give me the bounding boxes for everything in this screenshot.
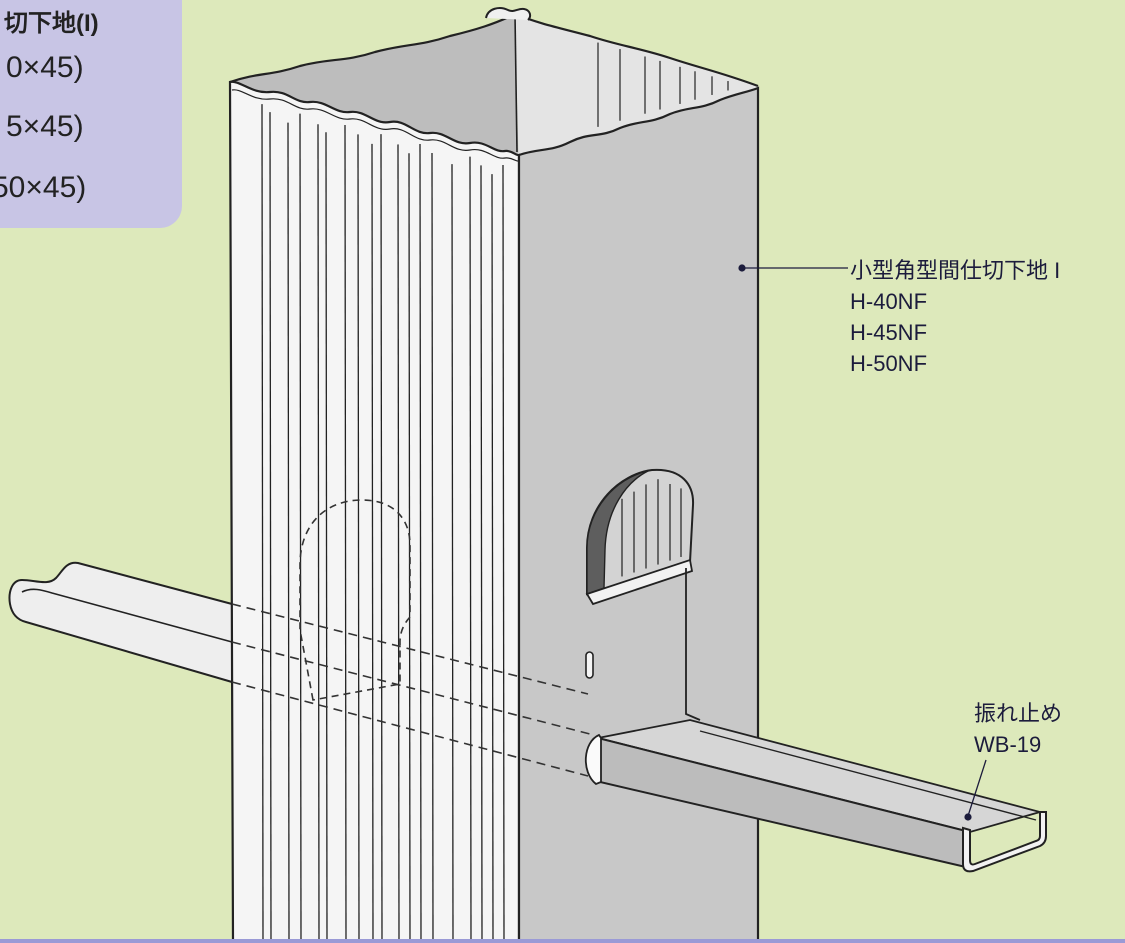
hidden-brace-top-edge bbox=[231, 603, 589, 695]
brace-entry-end bbox=[584, 733, 602, 786]
side-hole-ledge bbox=[585, 558, 694, 606]
brace-model-label: WB-19 bbox=[974, 732, 1042, 757]
back-left-rim bbox=[229, 13, 516, 84]
stud-model-label: H-40NF bbox=[850, 289, 928, 314]
brace-callout: 振れ止め WB-19 bbox=[974, 698, 1062, 760]
hole-rib-lines bbox=[621, 479, 682, 577]
brace-left-lip-line bbox=[21, 588, 233, 643]
hidden-back-hole-outline bbox=[299, 499, 411, 701]
side-hole-shadow bbox=[586, 470, 649, 595]
legend-box: 切下地(I) 0×45) 5×45) 50×45) bbox=[0, 0, 182, 228]
brace-channel-end-profile bbox=[962, 811, 1047, 873]
stud-leader-dot bbox=[738, 264, 746, 272]
legend-line: 0×45) bbox=[6, 51, 84, 84]
stud-model-label: H-45NF bbox=[850, 320, 928, 345]
brace-leader-line bbox=[967, 759, 987, 817]
legend-line: 5×45) bbox=[6, 110, 84, 143]
stud-rib-line bbox=[431, 153, 434, 943]
bottom-rule bbox=[0, 939, 1125, 943]
legend-title: 切下地(I) bbox=[4, 10, 99, 37]
legend-line: 50×45) bbox=[0, 171, 87, 204]
stud-front-rim-inner-line bbox=[231, 89, 520, 162]
stud-rib-line bbox=[317, 124, 320, 943]
stud-rib-line bbox=[469, 156, 472, 943]
stud-rib-line bbox=[419, 143, 422, 943]
stud-rib-line bbox=[397, 144, 400, 943]
stud-rib-line bbox=[299, 113, 302, 943]
stud-interior-left bbox=[230, 14, 519, 175]
stud-rib-line bbox=[502, 164, 505, 943]
interior-corner-seam bbox=[514, 13, 518, 153]
stud-rib-line bbox=[325, 132, 328, 943]
stud-rib-line bbox=[344, 125, 347, 943]
stud-rib-line bbox=[269, 112, 272, 943]
stud-name-label: 小型角型間仕切下地 I bbox=[850, 258, 1061, 283]
stud-interior-right bbox=[515, 14, 758, 175]
brace-left-section bbox=[8, 561, 233, 684]
stud-callout: 小型角型間仕切下地 I H-40NF H-45NF H-50NF bbox=[850, 255, 1060, 379]
stud-rib-line bbox=[371, 143, 374, 943]
stud-front-rib-lines bbox=[261, 104, 505, 943]
brace-right-flange-line bbox=[699, 730, 1037, 821]
hidden-brace-lip-edge bbox=[231, 641, 591, 735]
top-seam-lip bbox=[485, 7, 532, 21]
stud-rib-line bbox=[287, 122, 290, 943]
hidden-brace-bottom-edge bbox=[231, 681, 589, 777]
interior-rib-lines bbox=[597, 42, 729, 127]
stud-rib-line bbox=[451, 164, 454, 943]
brace-name-label: 振れ止め bbox=[974, 701, 1063, 726]
stud-rib-line bbox=[480, 165, 483, 943]
side-slot bbox=[585, 651, 594, 679]
back-right-rim bbox=[514, 12, 759, 88]
stud-model-label: H-50NF bbox=[850, 351, 928, 376]
side-hole-tab-edge bbox=[685, 568, 701, 721]
stud-rib-line bbox=[261, 104, 264, 943]
stud-rib-line bbox=[491, 174, 494, 943]
stud-rib-line bbox=[380, 134, 383, 943]
brace-leader-dot bbox=[964, 813, 972, 821]
stud-rib-line bbox=[357, 134, 360, 943]
stud-front-face bbox=[228, 80, 521, 943]
